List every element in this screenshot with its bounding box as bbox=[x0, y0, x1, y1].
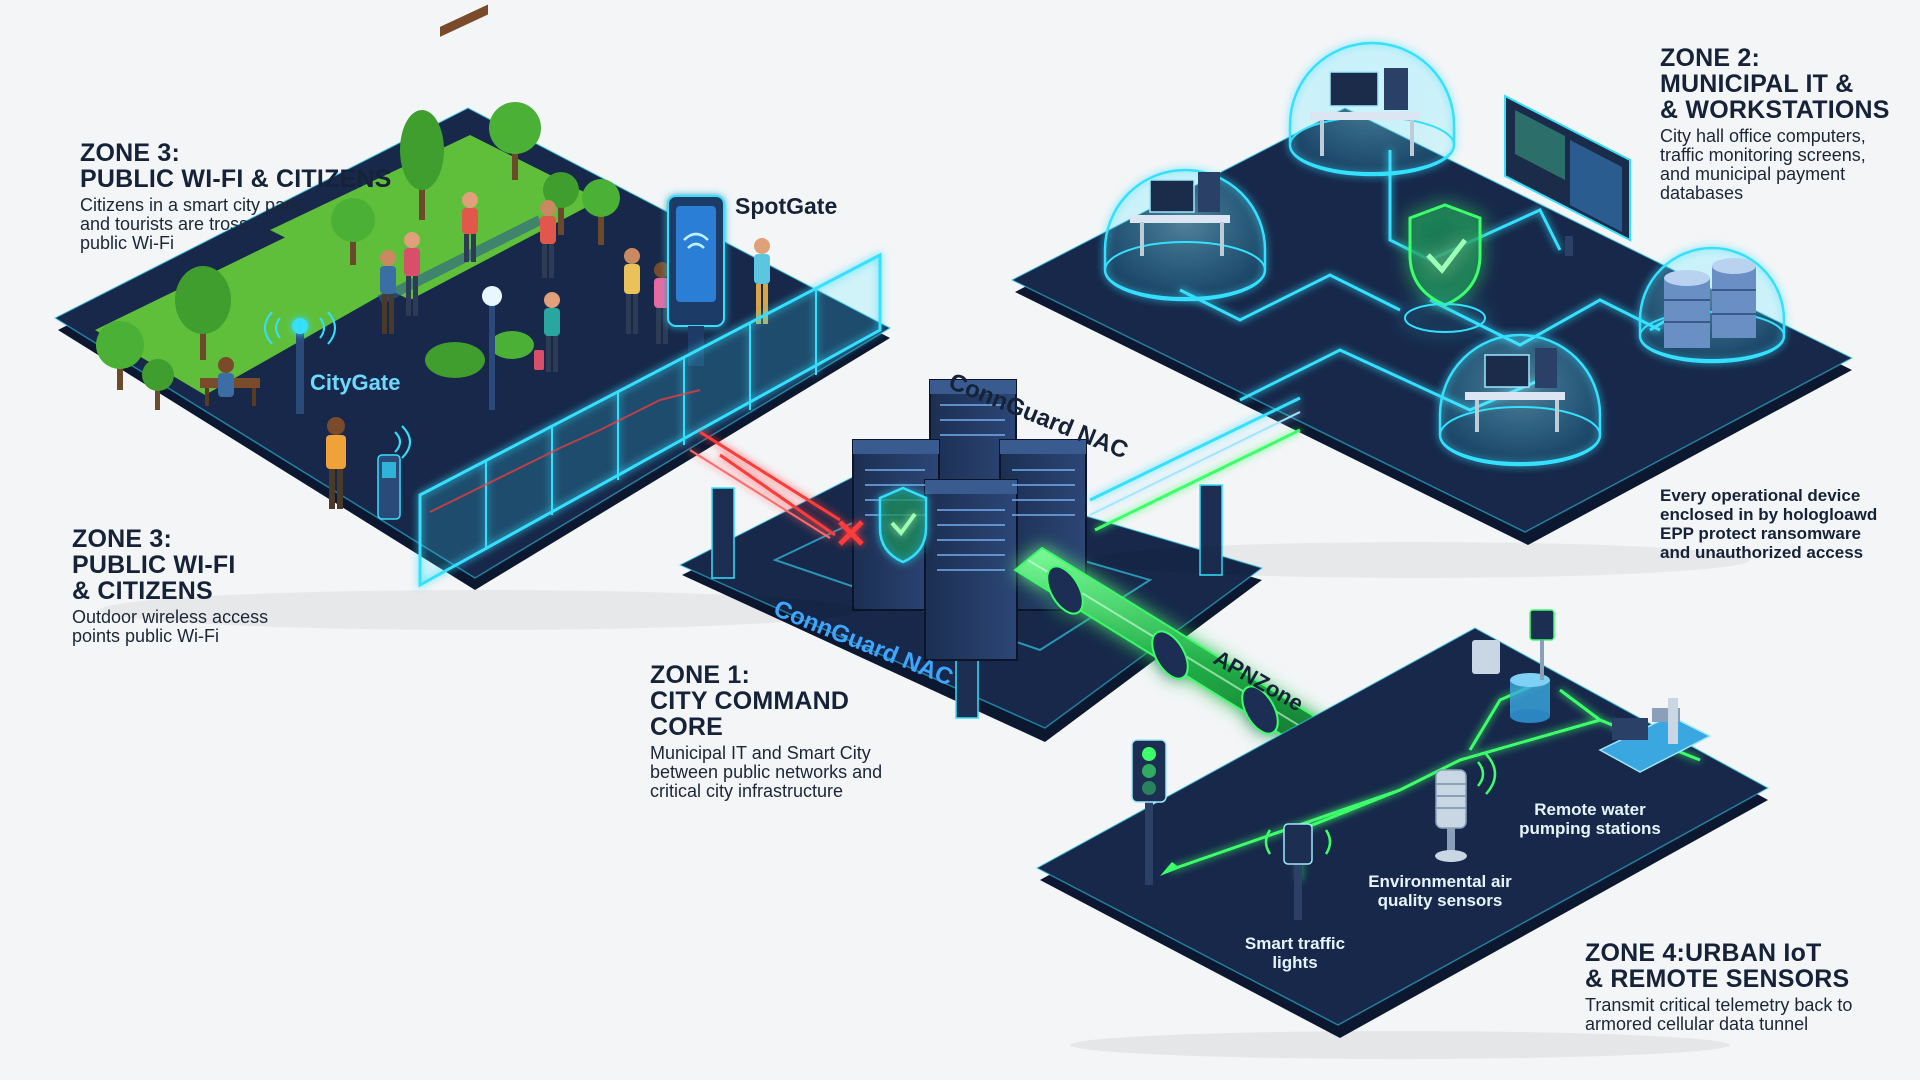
traffic-lights-label: Smart traffic lights bbox=[1244, 934, 1346, 972]
epp-note: Every operational device enclosed in by … bbox=[1660, 486, 1878, 562]
zone2-description: City hall office computers, traffic moni… bbox=[1660, 126, 1866, 203]
zone3-top-caption: ZONE 3: PUBLIC WI-FI & CITIZENS Citizens… bbox=[80, 140, 440, 253]
core-to-municipal-links bbox=[1089, 396, 1301, 532]
street-lamp-icon bbox=[482, 286, 502, 410]
tree-icon bbox=[489, 102, 541, 180]
blocked-x-icon bbox=[838, 520, 864, 546]
zone3-bottom-caption: ZONE 3: PUBLIC WI-FI & CITIZENS Outdoor … bbox=[72, 526, 332, 646]
spotgate-kiosk[interactable] bbox=[667, 195, 725, 366]
bush-icon bbox=[425, 331, 534, 378]
pc-tower-icon bbox=[1384, 68, 1408, 110]
citizens bbox=[218, 192, 770, 509]
blocked-traffic-beams bbox=[689, 430, 864, 546]
database-dome[interactable] bbox=[1638, 246, 1786, 364]
bollard-icon bbox=[711, 487, 735, 579]
person-icon bbox=[380, 250, 396, 334]
remote-water-label: Remote water pumping stations bbox=[1519, 800, 1661, 838]
air-quality-sensor-icon[interactable] bbox=[1435, 753, 1497, 862]
zone1-title: ZONE 1: CITY COMMAND CORE bbox=[650, 661, 850, 741]
zone4-description: Transmit critical telemetry back to armo… bbox=[1585, 995, 1853, 1034]
wifi-signal-icon bbox=[394, 425, 411, 459]
tunnel-ring bbox=[1151, 630, 1189, 680]
core-shield-icon bbox=[878, 486, 928, 564]
grass-patch bbox=[95, 235, 390, 395]
park-trees bbox=[96, 102, 620, 410]
water-pumping-station-icon[interactable] bbox=[1598, 698, 1712, 773]
person-icon bbox=[462, 192, 478, 262]
workstation-dome-3[interactable] bbox=[1438, 333, 1602, 467]
zone4-title: ZONE 4:URBAN IoT & REMOTE SENSORS bbox=[1585, 939, 1850, 993]
glass-firewall-wall bbox=[418, 252, 882, 588]
tree-icon bbox=[175, 266, 231, 360]
tree-icon bbox=[142, 359, 174, 410]
tunnel-ring bbox=[1046, 565, 1084, 615]
monitor-icon bbox=[1484, 354, 1530, 388]
traffic-monitoring-screen[interactable] bbox=[1504, 94, 1631, 256]
tree-icon bbox=[96, 321, 144, 390]
info-kiosk[interactable] bbox=[377, 425, 411, 520]
spotgate-label: SpotGate bbox=[735, 193, 838, 219]
zone4-iot-platform bbox=[1035, 627, 1770, 1038]
person-icon bbox=[624, 248, 640, 334]
zone1-description: Municipal IT and Smart City between publ… bbox=[650, 743, 883, 801]
person-icon bbox=[534, 292, 560, 372]
database-icon bbox=[1664, 258, 1756, 348]
zone4-caption: ZONE 4:URBAN IoT & REMOTE SENSORS Transm… bbox=[1585, 940, 1905, 1034]
workstation-dome-1[interactable] bbox=[1103, 168, 1267, 302]
citygate-label: CityGate bbox=[310, 370, 401, 395]
tunnel-ring bbox=[1241, 685, 1279, 735]
citygate-access-point[interactable] bbox=[264, 311, 336, 414]
bollard-icon bbox=[1199, 484, 1223, 576]
shield-icon bbox=[1404, 203, 1486, 333]
workstation-dome-2[interactable] bbox=[1288, 41, 1456, 177]
water-tank-icon[interactable] bbox=[1472, 609, 1555, 723]
zone1-caption: ZONE 1: CITY COMMAND CORE Municipal IT a… bbox=[650, 662, 930, 801]
zone3-top-description: Citizens in a smart city park and touris… bbox=[80, 195, 301, 253]
person-icon bbox=[326, 417, 346, 509]
tree-icon bbox=[331, 198, 375, 265]
tree-icon bbox=[582, 179, 620, 245]
monitor-icon bbox=[1149, 179, 1195, 213]
blocked-path bbox=[429, 389, 701, 513]
zone3-bottom-title: ZONE 3: PUBLIC WI-FI & CITIZENS bbox=[72, 525, 236, 605]
tree-icon bbox=[543, 172, 579, 235]
person-icon bbox=[404, 232, 420, 316]
tree-icon bbox=[400, 110, 444, 220]
person-icon bbox=[754, 238, 770, 324]
wifi-icon bbox=[683, 232, 709, 249]
zone2-caption: ZONE 2: MUNICIPAL IT & & WORKSTATIONS Ci… bbox=[1660, 45, 1910, 203]
person-icon bbox=[654, 262, 670, 344]
person-icon bbox=[218, 357, 234, 397]
zone2-title: ZONE 2: MUNICIPAL IT & & WORKSTATIONS bbox=[1660, 44, 1890, 124]
zone3-top-title: ZONE 3: PUBLIC WI-FI & CITIZENS bbox=[80, 139, 392, 193]
small-traffic-sensor-icon[interactable] bbox=[1264, 823, 1332, 920]
person-icon bbox=[540, 200, 556, 278]
monitor-icon bbox=[1329, 71, 1379, 107]
wifi-signal-icon bbox=[264, 311, 336, 345]
pc-tower-icon bbox=[1198, 172, 1220, 212]
env-air-label: Environmental air quality sensors bbox=[1368, 872, 1512, 910]
traffic-light-icon[interactable] bbox=[1131, 739, 1167, 885]
pc-tower-icon bbox=[1535, 348, 1557, 388]
zone3-bottom-description: Outdoor wireless access points public Wi… bbox=[72, 607, 269, 646]
